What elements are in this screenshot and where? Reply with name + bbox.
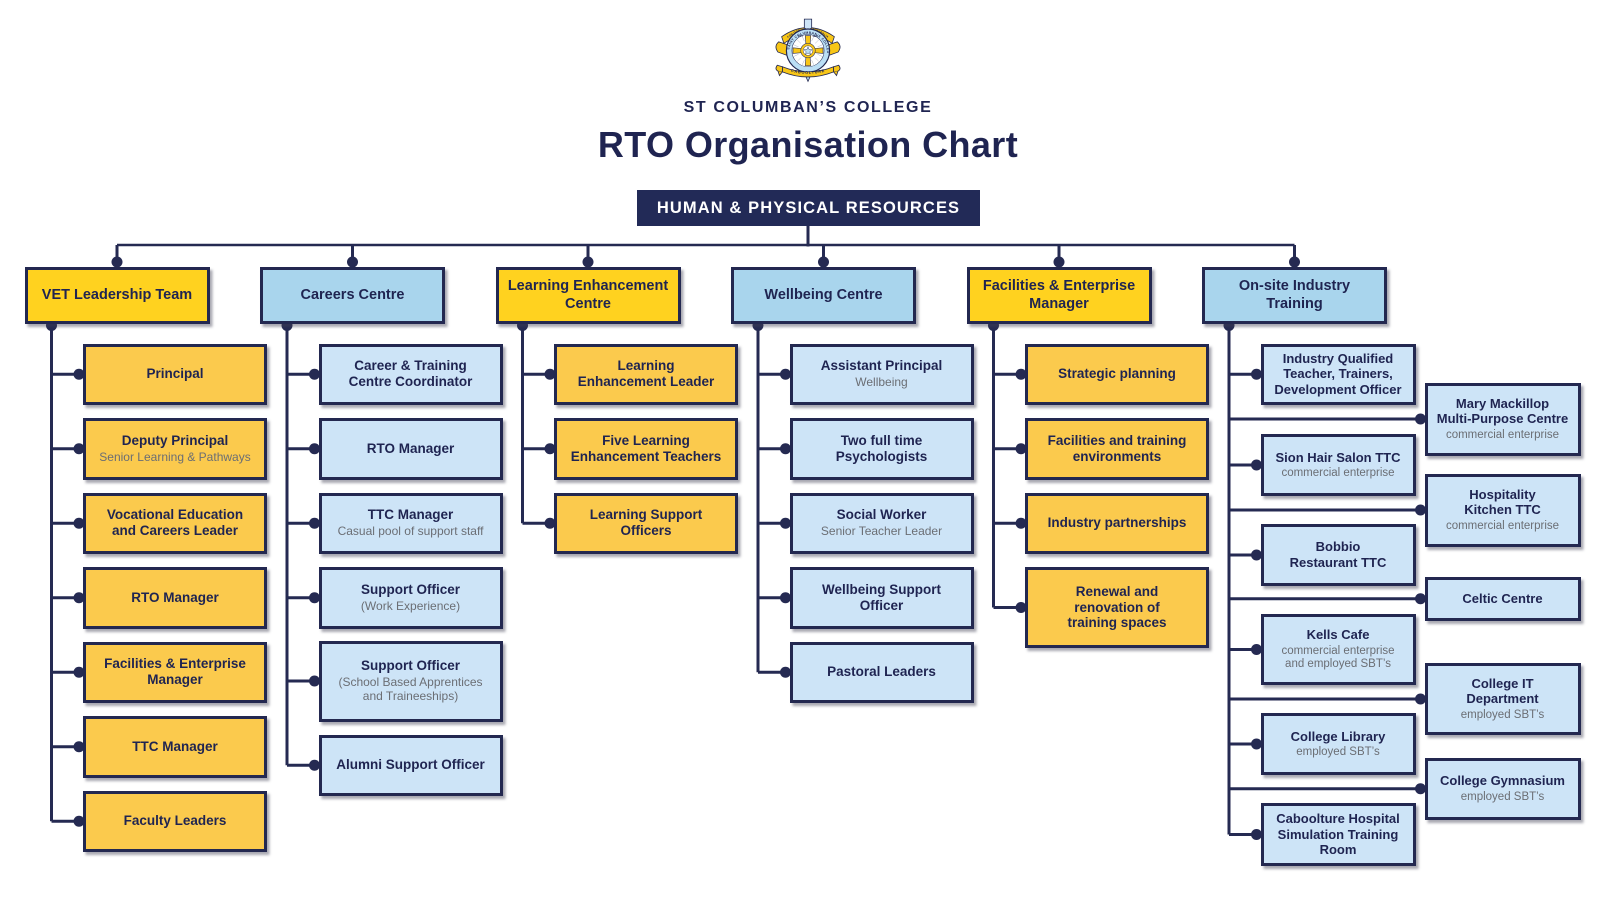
connector-dots <box>46 256 1426 840</box>
org-box-deputy-principal: Deputy Principal Senior Learning & Pathw… <box>83 418 267 480</box>
college-name: ST COLUMBAN’S COLLEGE <box>683 99 933 116</box>
svg-text:EST: EST <box>798 35 803 38</box>
org-box-bobbio-restaurant-ttc: Bobbio Restaurant TTC <box>1260 524 1416 586</box>
branch-box-facilities-enterprise-manager: Facilities & Enterprise Manager <box>966 267 1152 324</box>
org-box-celtic-centre: Celtic Centre <box>1424 577 1581 621</box>
org-box-industry-partnerships: Industry partnerships <box>1025 492 1209 554</box>
org-box-support-officer-school-based: Support Officer (School Based Apprentice… <box>318 640 503 722</box>
org-box-hospitality-kitchen-ttc: Hospitality Kitchen TTC commercial enter… <box>1424 473 1581 547</box>
org-box-caboolture-hospital-simulation: Caboolture Hospital Simulation Training … <box>1260 803 1416 866</box>
org-box-two-full-time-psychologists: Two full time Psychologists <box>789 418 974 480</box>
org-box-college-gymnasium: College Gymnasium employed SBT’s <box>1424 757 1581 820</box>
org-box-rto-manager-vet: RTO Manager <box>83 567 267 629</box>
page-title: RTO Organisation Chart <box>597 124 1019 165</box>
org-box-learning-enhancement-leader: Learning Enhancement Leader <box>554 343 738 405</box>
root-box-human-physical-resources: HUMAN & PHYSICAL RESOURCES <box>637 190 980 226</box>
org-box-facilities-enterprise-manager-vet: Facilities & Enterprise Manager <box>83 641 267 703</box>
org-box-vocational-education-careers-leader: Vocational Education and Careers Leader <box>83 492 267 554</box>
org-box-principal: Principal <box>83 343 267 405</box>
org-box-sion-hair-salon-ttc: Sion Hair Salon TTC commercial enterpris… <box>1260 434 1416 496</box>
branch-box-vet-leadership-team: VET Leadership Team <box>24 267 210 324</box>
org-box-kells-cafe: Kells Cafe commercial enterprise and emp… <box>1260 614 1416 685</box>
branch-box-onsite-industry-training: On-site Industry Training <box>1202 267 1387 324</box>
org-box-alumni-support-officer: Alumni Support Officer <box>318 734 503 796</box>
org-box-career-training-centre-coordinator: Career & Training Centre Coordinator <box>318 343 503 405</box>
branch-box-careers-centre: Careers Centre <box>260 267 445 324</box>
root-box-label: HUMAN & PHYSICAL RESOURCES <box>656 198 961 217</box>
org-box-assistant-principal-wellbeing: Assistant Principal Wellbeing <box>789 343 974 405</box>
org-box-ttc-manager-vet: TTC Manager <box>83 716 267 778</box>
org-box-faculty-leaders: Faculty Leaders <box>83 790 267 852</box>
org-box-social-worker: Social Worker Senior Teacher Leader <box>789 492 974 554</box>
org-box-five-learning-enhancement-teachers: Five Learning Enhancement Teachers <box>554 418 738 480</box>
org-box-support-officer-work-experience: Support Officer (Work Experience) <box>318 567 503 629</box>
branch-box-learning-enhancement-centre: Learning Enhancement Centre <box>495 267 681 324</box>
org-box-mary-mackillop-centre: Mary Mackillop Multi-Purpose Centre comm… <box>1424 382 1581 456</box>
org-box-renewal-renovation-training-spaces: Renewal and renovation of training space… <box>1025 567 1209 648</box>
org-box-learning-support-officers: Learning Support Officers <box>554 492 738 554</box>
svg-text:CABOOLTURE: CABOOLTURE <box>791 68 826 75</box>
org-box-rto-manager-careers: RTO Manager <box>318 418 503 480</box>
org-box-college-it-department: College IT Department employed SBT’s <box>1424 663 1581 735</box>
org-box-wellbeing-support-officer: Wellbeing Support Officer <box>789 567 974 629</box>
org-box-ttc-manager-careers: TTC Manager Casual pool of support staff <box>318 492 503 554</box>
branch-box-wellbeing-centre: Wellbeing Centre <box>731 267 916 324</box>
org-box-industry-qualified-teacher: Industry Qualified Teacher, Trainers, De… <box>1260 343 1416 405</box>
org-box-strategic-planning: Strategic planning <box>1025 343 1209 405</box>
org-box-college-library: College Library employed SBT’s <box>1260 713 1416 775</box>
org-box-facilities-training-environments: Facilities and training environments <box>1025 418 1209 480</box>
org-box-pastoral-leaders: Pastoral Leaders <box>789 641 974 703</box>
college-crest-icon: SAINT COLUMBAN’S COLLEGE CABOOLTURE FOR … <box>771 14 841 83</box>
svg-text:1928: 1928 <box>812 35 818 38</box>
